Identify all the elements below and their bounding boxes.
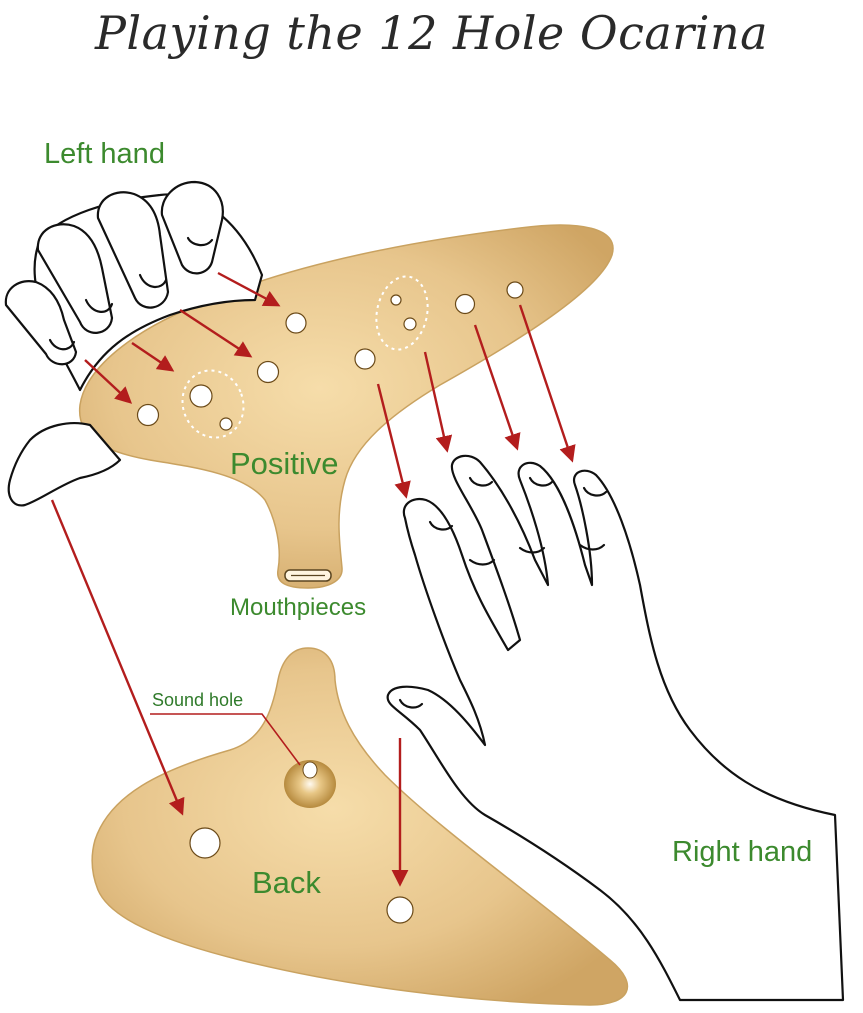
front-hole xyxy=(354,348,376,370)
mouthpieces-label: Mouthpieces xyxy=(230,594,367,621)
sound-hole xyxy=(284,760,336,808)
back-hole xyxy=(189,827,221,859)
sound-hole-leader xyxy=(150,713,301,766)
front-hole xyxy=(454,293,476,315)
arrow xyxy=(131,342,175,372)
arrow xyxy=(84,359,133,404)
front-hole xyxy=(189,384,213,408)
front-hole xyxy=(390,294,402,306)
sound-hole-label: Sound hole xyxy=(152,690,244,710)
front-holes xyxy=(136,281,524,431)
front-hole xyxy=(219,417,233,431)
arrow xyxy=(518,304,576,463)
back-hole xyxy=(386,896,414,924)
left-hand-label: Left hand xyxy=(44,138,165,170)
finger-arrows xyxy=(50,271,576,887)
right-hand-drawing xyxy=(386,454,845,1002)
diagram-title: Playing the 12 Hole Ocarina xyxy=(94,6,769,60)
paired-hole-ring-right xyxy=(375,275,429,351)
front-hole xyxy=(256,360,280,384)
paired-hole-ring-left xyxy=(181,369,245,439)
front-hole xyxy=(403,317,417,331)
ocarina-front-body xyxy=(78,224,614,589)
back-label: Back xyxy=(252,865,321,900)
back-holes xyxy=(189,827,414,924)
arrow xyxy=(179,308,253,358)
arrow xyxy=(217,271,281,307)
arrow xyxy=(376,383,411,499)
arrow xyxy=(473,324,521,451)
front-hole xyxy=(506,281,524,299)
front-hole xyxy=(285,312,307,334)
positive-label: Positive xyxy=(230,446,339,481)
arrow xyxy=(423,351,453,453)
right-hand-label: Right hand xyxy=(672,836,813,868)
front-hole xyxy=(136,403,160,427)
arrow xyxy=(50,499,185,816)
ocarina-back-body xyxy=(91,647,629,1006)
